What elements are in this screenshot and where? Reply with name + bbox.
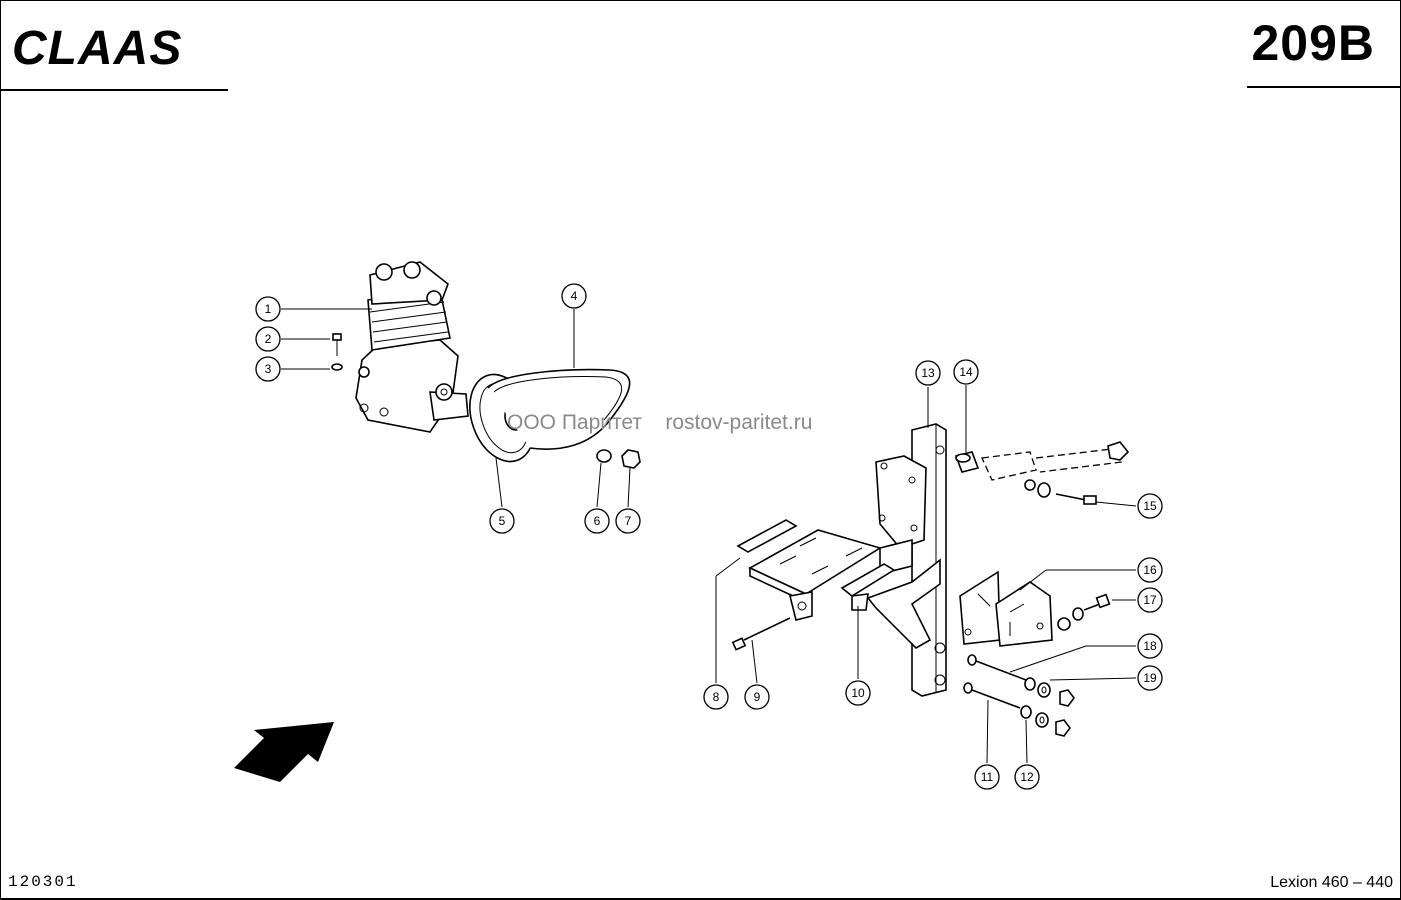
svg-text:3: 3 [265,362,272,376]
callout-5: 5 [489,508,515,534]
callout-14: 14 [953,359,979,385]
svg-text:5: 5 [499,514,506,528]
callout-7: 7 [615,508,641,534]
sheet-number: 209B [1251,15,1375,71]
svg-text:18: 18 [1143,639,1157,653]
bolt-part-18 [967,654,1027,681]
svg-text:10: 10 [851,686,865,700]
bolt-part-17 [1057,593,1111,631]
attached-arm-outline [981,447,1123,481]
spacer-part-14 [954,451,980,473]
callout-18: 18 [1137,633,1163,659]
callout-16: 16 [1137,557,1163,583]
bolt-part-11 [963,682,1021,709]
svg-text:19: 19 [1143,671,1157,685]
brand-logo: CLAAS [12,22,182,70]
callout-1: 1 [255,296,281,322]
callout-8: 8 [703,684,729,710]
svg-text:16: 16 [1143,563,1157,577]
svg-text:1: 1 [265,302,272,316]
svg-text:7: 7 [625,514,632,528]
svg-text:11: 11 [981,770,994,784]
svg-text:6: 6 [594,514,601,528]
washer-nut-part-12 [1020,705,1071,737]
callout-12: 12 [1014,764,1040,790]
callout-19: 19 [1137,665,1163,691]
callout-13: 13 [915,360,941,386]
svg-text:CLAAS: CLAAS [12,22,182,70]
leader-lines [281,308,1137,764]
callout-3: 3 [255,356,281,382]
callout-10: 10 [845,680,871,706]
bolt-part-15 [1024,479,1097,505]
logo-underline [0,89,228,91]
bracket-part-16 [959,570,1053,647]
svg-text:2: 2 [265,332,272,346]
svg-text:8: 8 [713,690,720,704]
svg-text:9: 9 [754,690,761,704]
callout-11: 11 [974,764,1000,790]
svg-text:13: 13 [921,366,935,380]
bolt-part-9 [731,617,791,651]
document-number: 120301 [8,873,78,891]
callout-9: 9 [744,684,770,710]
callout-2: 2 [255,326,281,352]
sheet-underline [1247,86,1400,88]
direction-arrow-icon [234,722,334,782]
callout-6: 6 [584,508,610,534]
svg-text:4: 4 [571,289,578,303]
nut-part-7 [621,449,641,469]
callout-17: 17 [1137,587,1163,613]
model-label: Lexion 460 – 440 [1270,874,1393,891]
svg-text:14: 14 [959,365,973,379]
washer-nut-part-19 [1024,677,1075,707]
svg-text:12: 12 [1020,770,1034,784]
callout-15: 15 [1137,493,1163,519]
watermark-text: ООО Паритет rostov-paritet.ru [507,411,813,434]
compressor-part [355,261,469,433]
v-belt-part [487,368,631,450]
svg-text:15: 15 [1143,499,1157,513]
svg-text:17: 17 [1143,593,1157,607]
mounting-bracket-assembly [736,423,947,697]
washer-part-3 [331,363,343,371]
callout-4: 4 [561,283,587,309]
washer-part-6 [596,449,612,463]
bolt-part-2 [332,333,342,356]
